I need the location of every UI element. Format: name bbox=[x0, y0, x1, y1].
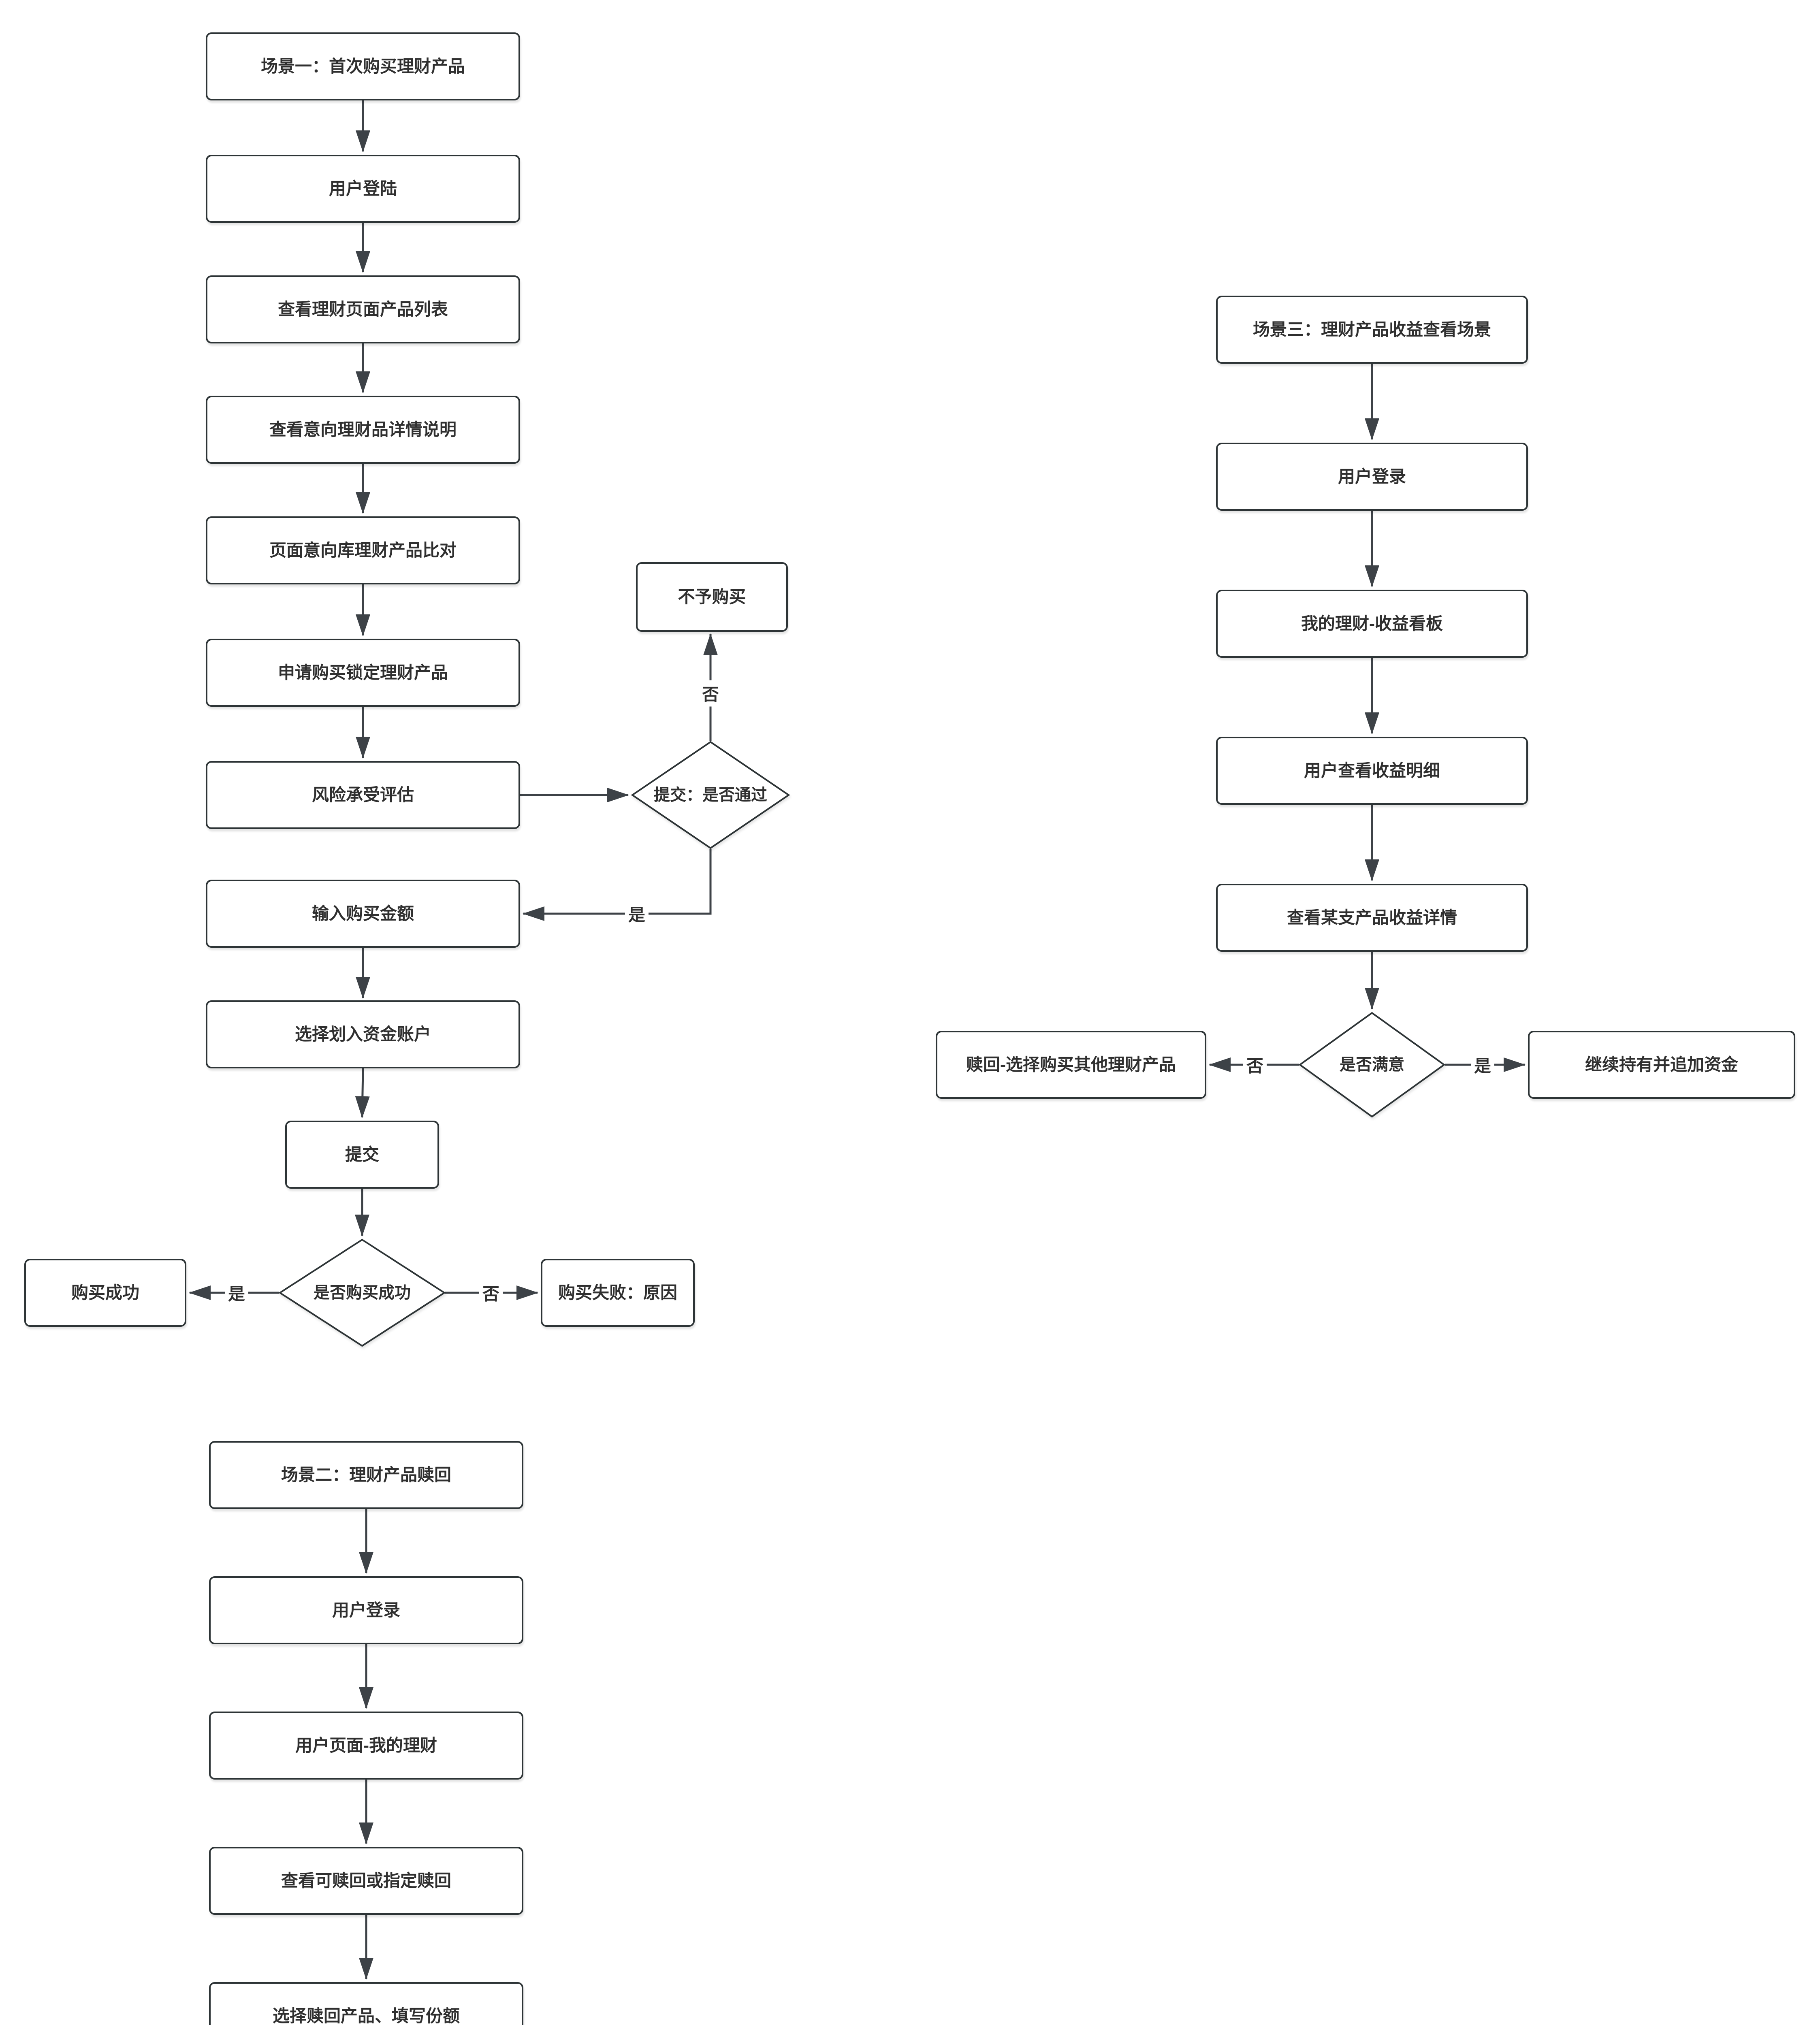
node-s3-profit-detail: 用户查看收益明细 bbox=[1216, 737, 1528, 805]
node-s1-amount: 输入购买金额 bbox=[206, 880, 520, 948]
node-s2-select-product: 选择赎回产品、填写份额 bbox=[209, 1982, 523, 2025]
node-s1-success: 购买成功 bbox=[24, 1259, 186, 1327]
node-s1-success-decision: 是否购买成功 bbox=[278, 1238, 446, 1347]
edge-label: 是 bbox=[1470, 1051, 1495, 1078]
diamond-shape bbox=[1298, 1012, 1446, 1118]
node-s1-product-list: 查看理财页面产品列表 bbox=[206, 275, 520, 343]
node-s1-title: 场景一：首次购买理财产品 bbox=[206, 32, 520, 100]
node-s2-login: 用户登录 bbox=[209, 1576, 523, 1644]
node-label: 查看意向理财品详情说明 bbox=[269, 420, 457, 439]
node-label: 选择赎回产品、填写份额 bbox=[272, 2006, 460, 2025]
flow-arrow bbox=[355, 1068, 370, 1118]
node-s1-login: 用户登陆 bbox=[206, 155, 520, 223]
node-label: 用户页面-我的理财 bbox=[295, 1735, 437, 1755]
node-s1-compare: 页面意向库理财产品比对 bbox=[206, 516, 520, 584]
node-s3-board: 我的理财-收益看板 bbox=[1216, 590, 1528, 658]
node-s3-satisfy-decision: 是否满意 bbox=[1298, 1012, 1446, 1118]
node-s1-pass-decision: 提交：是否通过 bbox=[631, 741, 790, 849]
flow-arrow bbox=[523, 849, 712, 921]
node-label: 是否购买成功 bbox=[314, 1284, 411, 1302]
node-s3-hold-add: 继续持有并追加资金 bbox=[1528, 1031, 1795, 1099]
node-label: 用户登录 bbox=[332, 1600, 400, 1620]
node-label: 提交：是否通过 bbox=[654, 786, 767, 804]
node-s1-no-buy: 不予购买 bbox=[636, 562, 788, 632]
edge-label: 是 bbox=[224, 1279, 249, 1306]
node-label: 用户登陆 bbox=[329, 179, 397, 198]
node-s3-product-profit: 查看某支产品收益详情 bbox=[1216, 884, 1528, 952]
node-s2-view-redeemable: 查看可赎回或指定赎回 bbox=[209, 1847, 523, 1915]
diamond-shape bbox=[631, 741, 790, 849]
node-label: 购买失败：原因 bbox=[558, 1283, 677, 1302]
node-s1-risk-assess: 风险承受评估 bbox=[206, 761, 520, 829]
node-label: 我的理财-收益看板 bbox=[1301, 614, 1443, 633]
node-s1-apply-lock: 申请购买锁定理财产品 bbox=[206, 639, 520, 707]
node-label: 场景三：理财产品收益查看场景 bbox=[1252, 320, 1491, 339]
node-label: 输入购买金额 bbox=[312, 904, 414, 923]
edge-label: 否 bbox=[1243, 1051, 1267, 1078]
node-s3-login: 用户登录 bbox=[1216, 443, 1528, 511]
node-label: 用户查看收益明细 bbox=[1304, 761, 1440, 780]
node-label: 风险承受评估 bbox=[312, 785, 414, 804]
node-s1-submit: 提交 bbox=[285, 1121, 439, 1189]
node-label: 查看某支产品收益详情 bbox=[1287, 908, 1457, 927]
node-label: 继续持有并追加资金 bbox=[1585, 1055, 1738, 1074]
node-s3-title: 场景三：理财产品收益查看场景 bbox=[1216, 296, 1528, 364]
node-label: 用户登录 bbox=[1338, 467, 1406, 486]
node-s1-fail: 购买失败：原因 bbox=[541, 1259, 695, 1327]
node-label: 赎回-选择购买其他理财产品 bbox=[966, 1055, 1176, 1074]
node-label: 查看可赎回或指定赎回 bbox=[281, 1871, 451, 1890]
edge-label: 否 bbox=[698, 680, 723, 707]
edge-label: 是 bbox=[625, 900, 649, 927]
node-s1-account: 选择划入资金账户 bbox=[206, 1000, 520, 1068]
node-label: 申请购买锁定理财产品 bbox=[277, 663, 448, 682]
node-label: 场景二：理财产品赎回 bbox=[281, 1465, 451, 1484]
node-label: 购买成功 bbox=[71, 1283, 139, 1302]
edge-label: 否 bbox=[479, 1279, 503, 1306]
node-label: 提交 bbox=[345, 1145, 379, 1164]
node-label: 场景一：首次购买理财产品 bbox=[260, 56, 465, 76]
node-label: 是否满意 bbox=[1340, 1056, 1404, 1074]
node-label: 不予购买 bbox=[678, 587, 746, 606]
diamond-shape bbox=[278, 1238, 446, 1347]
node-label: 选择划入资金账户 bbox=[294, 1024, 431, 1044]
node-s1-product-detail: 查看意向理财品详情说明 bbox=[206, 396, 520, 464]
node-s3-redeem-other: 赎回-选择购买其他理财产品 bbox=[936, 1031, 1206, 1099]
node-s2-title: 场景二：理财产品赎回 bbox=[209, 1441, 523, 1509]
node-label: 页面意向库理财产品比对 bbox=[269, 540, 457, 560]
node-label: 查看理财页面产品列表 bbox=[277, 299, 448, 319]
node-s2-my-page: 用户页面-我的理财 bbox=[209, 1712, 523, 1780]
